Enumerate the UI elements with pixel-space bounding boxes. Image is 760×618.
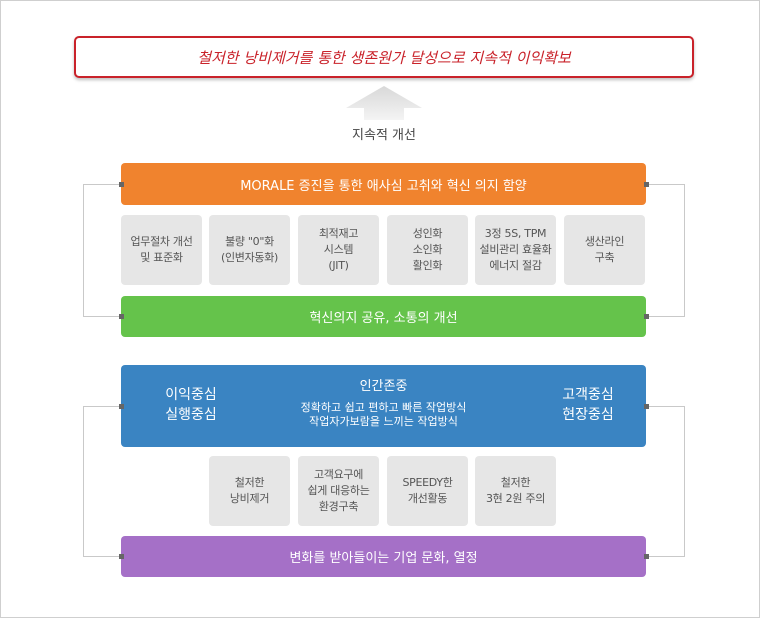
connector-dot — [119, 404, 124, 409]
upper-box-4: 성인화 소인화 활인화 — [387, 215, 468, 285]
connector-right-upper-top — [646, 184, 684, 185]
connector-right-upper — [684, 184, 685, 317]
upper-box-5: 3정 5S, TPM 설비관리 효율화 에너지 절감 — [475, 215, 556, 285]
connector-left-lower-top — [83, 406, 121, 407]
blue-left-line2: 실행중심 — [165, 407, 217, 423]
connector-dot — [119, 554, 124, 559]
blue-center-title: 인간존중 — [359, 379, 408, 394]
arrow-label: 지속적 개선 — [352, 128, 416, 143]
morale-bar-text: MORALE 증진을 통한 애사심 고취와 혁신 의지 함양 — [240, 178, 527, 194]
human-respect-bar: 이익중심 실행중심 인간존중 정확하고 쉽고 편하고 빠른 작업방식 작업자가보… — [121, 365, 646, 447]
upper-box-1: 업무절차 개선 및 표준화 — [121, 215, 202, 285]
connector-left-upper-bottom — [83, 316, 121, 317]
connector-dot — [644, 404, 649, 409]
lower-box-1: 철저한 낭비제거 — [209, 456, 290, 526]
connector-left-lower-bottom — [83, 556, 121, 557]
upper-box-6: 생산라인 구축 — [564, 215, 645, 285]
lower-box-2: 고객요구에 쉽게 대응하는 환경구축 — [298, 456, 379, 526]
culture-bar-text: 변화를 받아들이는 기업 문화, 열정 — [289, 551, 478, 566]
connector-right-lower — [684, 406, 685, 557]
connector-left-upper — [83, 184, 84, 317]
upper-box-3: 최적재고 시스템 (JIT) — [298, 215, 379, 285]
connector-dot — [119, 182, 124, 187]
culture-bar: 변화를 받아들이는 기업 문화, 열정 — [121, 536, 646, 577]
connector-dot — [644, 182, 649, 187]
blue-center-line1: 정확하고 쉽고 편하고 빠른 작업방식 — [300, 401, 467, 414]
blue-left-line1: 이익중심 — [165, 387, 217, 403]
blue-right-line2: 현장중심 — [562, 407, 614, 423]
connector-left-upper-top — [83, 184, 121, 185]
goal-banner: 철저한 낭비제거를 통한 생존원가 달성으로 지속적 이익확보 — [74, 36, 694, 78]
connector-right-upper-bottom — [646, 316, 684, 317]
blue-left-block: 이익중심 실행중심 — [151, 385, 231, 425]
connector-left-lower — [83, 406, 84, 557]
blue-right-line1: 고객중심 — [562, 387, 614, 403]
upper-box-2: 불량 "0"화 (인변자동화) — [209, 215, 290, 285]
connector-dot — [119, 314, 124, 319]
blue-center-line2: 작업자가보람을 느끼는 작업방식 — [309, 415, 458, 428]
innovation-bar-text: 혁신의지 공유, 소통의 개선 — [309, 311, 458, 326]
innovation-bar: 혁신의지 공유, 소통의 개선 — [121, 296, 646, 337]
up-arrow-icon — [346, 86, 422, 120]
connector-right-lower-bottom — [646, 556, 684, 557]
lower-box-4: 철저한 3현 2원 주의 — [475, 456, 556, 526]
connector-right-lower-top — [646, 406, 684, 407]
connector-dot — [644, 314, 649, 319]
blue-right-block: 고객중심 현장중심 — [548, 385, 628, 425]
connector-dot — [644, 554, 649, 559]
lower-box-3: SPEEDY한 개선활동 — [387, 456, 468, 526]
goal-text: 철저한 낭비제거를 통한 생존원가 달성으로 지속적 이익확보 — [197, 48, 571, 67]
morale-bar: MORALE 증진을 통한 애사심 고취와 혁신 의지 함양 — [121, 163, 646, 205]
blue-center-block: 인간존중 정확하고 쉽고 편하고 빠른 작업방식 작업자가보람을 느끼는 작업방… — [271, 377, 496, 429]
